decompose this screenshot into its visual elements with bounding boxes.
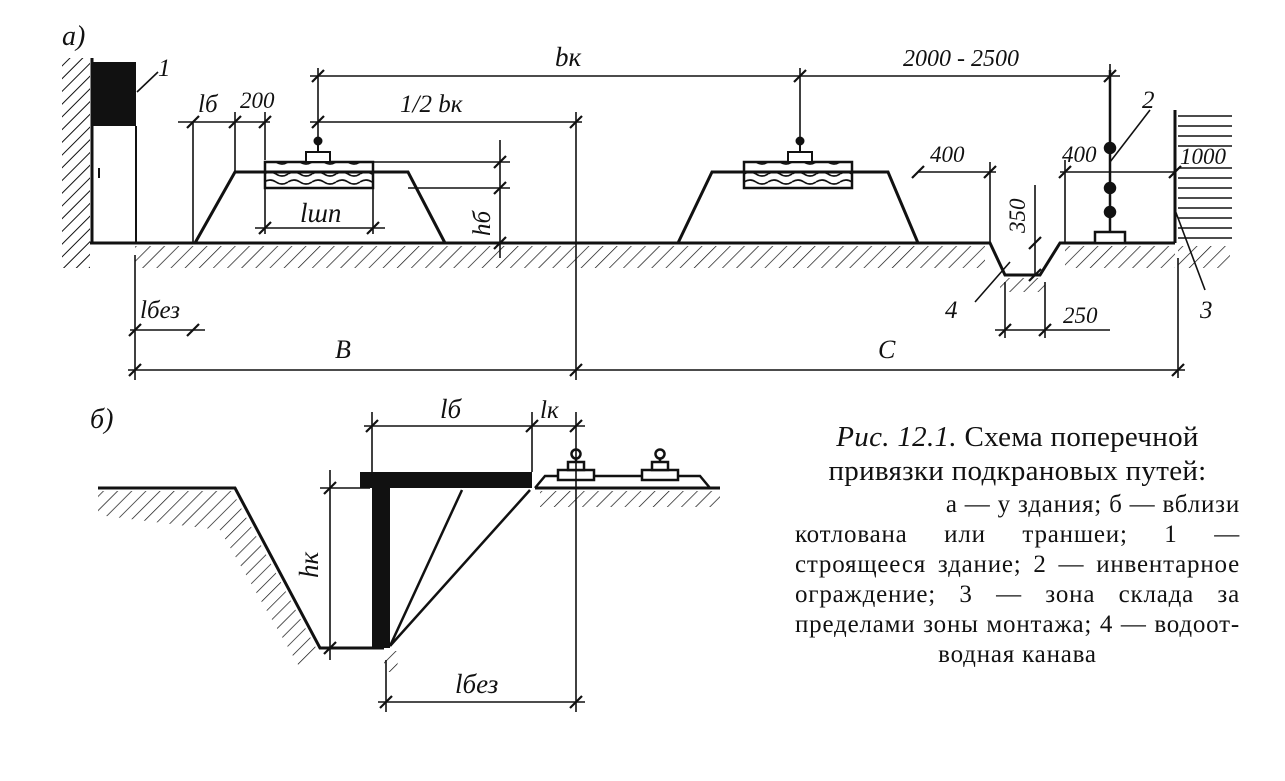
caption-description: а — у здания; б — вблизи котлована или т…	[795, 490, 1240, 670]
trench-hatch	[98, 491, 720, 672]
dim-hb: hб	[469, 210, 496, 237]
crane-track-b	[534, 448, 711, 489]
rail-base-1	[305, 151, 331, 163]
ballast-prism-2	[676, 136, 920, 244]
dim-400-left: 400	[930, 142, 965, 167]
ballast-prism-1	[193, 136, 447, 244]
inventory-fence	[1093, 70, 1127, 245]
dim-lb-a: lб	[198, 91, 219, 118]
panel-a-label: а)	[62, 21, 85, 52]
rail-base-2	[787, 151, 813, 163]
dim-half-bk: 1/2 bк	[400, 91, 463, 118]
panel-a: а)	[62, 21, 1232, 380]
dim-lb-b: lб	[440, 394, 463, 424]
callout-4: 4	[945, 297, 958, 324]
trench-profile	[98, 486, 720, 650]
caption-fig-number: Рис. 12.1.	[836, 421, 957, 453]
dim-2000-2500: 2000 - 2500	[903, 46, 1019, 72]
caption-title: Рис. 12.1. Схема поперечной привязки под…	[795, 420, 1240, 488]
ground-surface-a	[90, 241, 1175, 277]
dim-200: 200	[240, 88, 275, 113]
retaining-wall	[360, 472, 532, 648]
rail-head-2	[795, 136, 805, 146]
dim-C: C	[878, 335, 896, 364]
rail-head-1	[313, 136, 323, 146]
dim-lk: lк	[540, 397, 559, 424]
dimension-lines-b	[320, 412, 585, 712]
dim-1000: 1000	[1180, 144, 1227, 169]
dim-lbez-b: lбез	[455, 669, 498, 699]
sleeper-1	[263, 160, 375, 190]
dimension-lines-a	[128, 64, 1206, 380]
caption-title-text: Схема поперечной привязки подкрановых пу…	[828, 421, 1207, 487]
dim-lshp: lшп	[300, 198, 341, 228]
panel-b-label: б)	[90, 404, 113, 435]
callout-1: 1	[158, 55, 171, 82]
caption-desc-last: водная канава	[938, 641, 1097, 668]
building-wall	[62, 58, 137, 268]
callout-3: 3	[1199, 297, 1213, 324]
caption-desc-body: котлована или траншеи; 1 — строящееся зд…	[795, 521, 1240, 638]
building-block-1	[92, 62, 136, 126]
dimension-ticks-a	[128, 69, 1185, 377]
panel-b: б)	[90, 394, 720, 712]
dim-250: 250	[1063, 303, 1098, 328]
callout-2: 2	[1142, 87, 1155, 114]
dimension-ticks-b	[323, 419, 583, 709]
sleeper-2	[742, 160, 854, 190]
figure-caption: Рис. 12.1. Схема поперечной привязки под…	[795, 420, 1240, 670]
dim-350: 350	[1005, 198, 1030, 234]
storage-zone	[1173, 110, 1232, 243]
dim-hk: hк	[294, 552, 324, 579]
dim-400-right: 400	[1062, 142, 1097, 167]
dim-lbez-a: lбез	[140, 297, 180, 324]
caption-desc-first: а — у здания; б — вблизи	[945, 491, 1240, 518]
ground-hatch-a	[135, 246, 1230, 292]
dim-bk: bк	[555, 42, 582, 72]
dim-B: B	[335, 335, 351, 364]
